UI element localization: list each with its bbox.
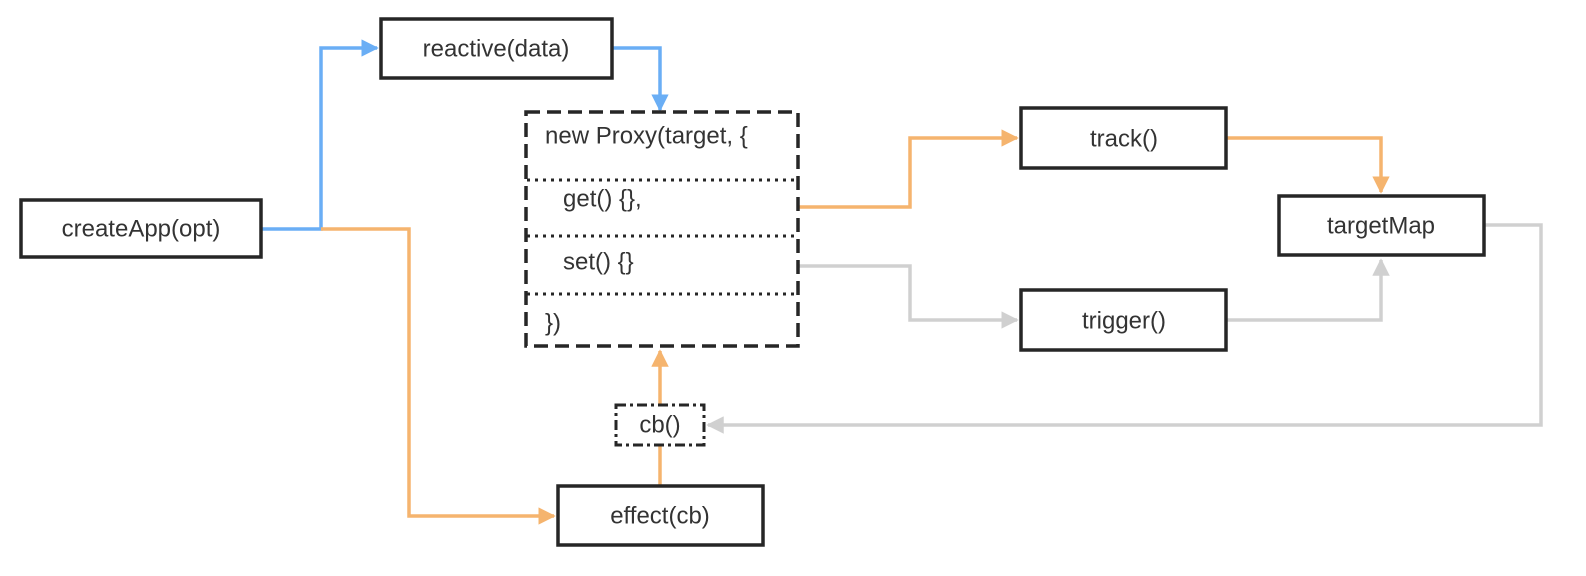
edge-set-to-trigger [798,264,1019,329]
node-target-map: targetMap [1277,194,1486,257]
proxy-get-label: get() {}, [563,186,642,213]
proxy-header-label: new Proxy(target, { [545,123,748,150]
edge-createapp-to-effect [321,227,556,525]
edge-track-to-targetmap [1226,136,1390,194]
trigger-label: trigger() [1082,308,1166,335]
edge-trigger-to-targetmap [1226,258,1390,322]
node-track: track() [1019,106,1228,170]
node-proxy: new Proxy(target, { get() {}, set() {} }… [524,110,800,348]
proxy-footer-label: }) [545,310,561,337]
node-reactive: reactive(data) [379,17,614,80]
track-label: track() [1090,126,1158,153]
target-map-label: targetMap [1327,213,1435,240]
node-cb: cb() [614,403,706,447]
edge-targetmap-to-cb [706,223,1543,434]
node-effect: effect(cb) [556,484,765,547]
effect-label: effect(cb) [610,503,710,530]
reactive-label: reactive(data) [423,36,570,63]
create-app-label: createApp(opt) [62,216,221,243]
cb-label: cb() [639,412,680,439]
node-trigger: trigger() [1019,288,1228,352]
proxy-set-label: set() {} [563,249,634,276]
edge-createapp-to-reactive [262,39,379,231]
edge-reactive-to-proxy [612,46,669,112]
edge-get-to-track [798,129,1019,209]
node-create-app: createApp(opt) [19,198,263,259]
